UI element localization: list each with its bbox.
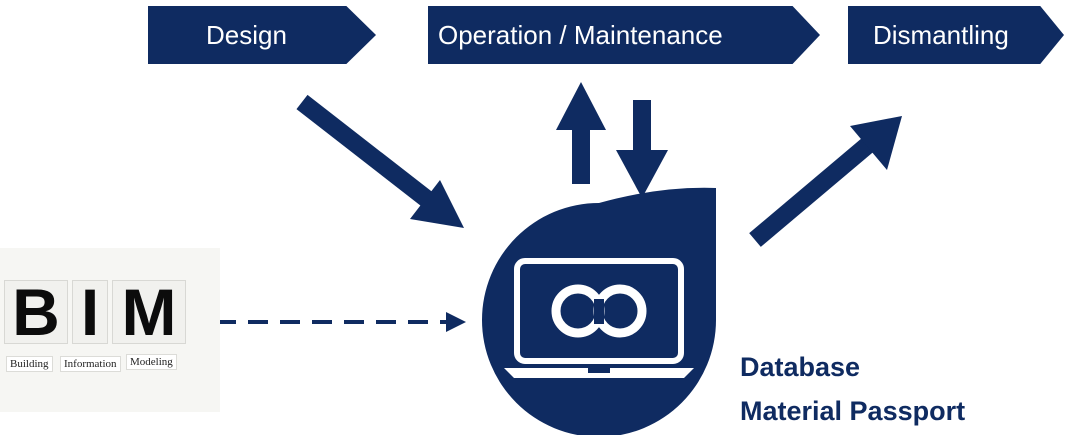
- bim-database-link-arrow: [198, 312, 466, 332]
- design-to-database-arrow: [296, 94, 464, 228]
- database-to-operation-arrow: [556, 82, 606, 184]
- operation-to-database-arrow: [616, 100, 668, 198]
- bim-letter-b: B: [4, 279, 68, 345]
- bim-word-building: Building: [6, 356, 53, 372]
- material-passport-label: Material Passport: [740, 396, 966, 426]
- bim-word-information: Information: [60, 356, 121, 372]
- operation-maintenance-phase: Operation / Maintenance: [428, 6, 820, 64]
- design-phase: Design: [148, 6, 376, 64]
- bim-image: B I M Building Information Modeling: [0, 248, 220, 412]
- circular-link-icon: [551, 284, 647, 338]
- database-label: Database: [740, 352, 861, 382]
- bim-word-modeling: Modeling: [126, 354, 177, 370]
- bim-letter-m: M: [112, 279, 186, 345]
- database-to-dismantling-arrow: [749, 116, 902, 247]
- dismantling-phase-label: Dismantling: [873, 19, 1009, 50]
- operation-maintenance-phase-label: Operation / Maintenance: [438, 19, 723, 50]
- dismantling-phase: Dismantling: [848, 6, 1064, 64]
- design-phase-label: Design: [206, 19, 287, 50]
- bim-letter-i: I: [72, 279, 108, 345]
